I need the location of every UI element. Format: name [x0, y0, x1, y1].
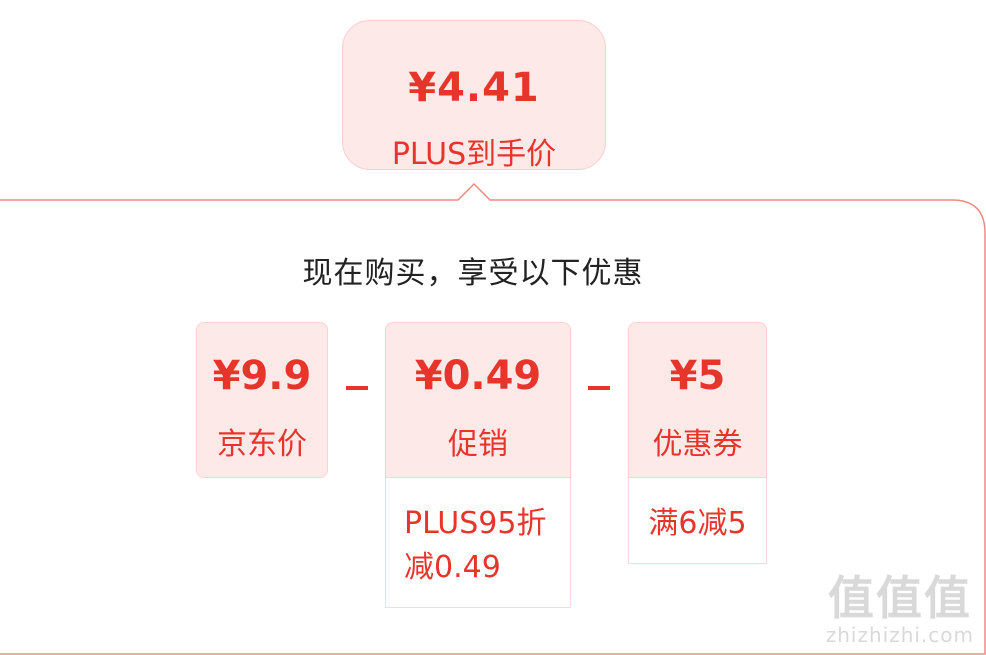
discount-headline: 现在购买，享受以下优惠 [302, 256, 644, 291]
jd-price-amount: ¥9.9 [212, 353, 312, 399]
plus-price-label: PLUS到手价 [391, 137, 557, 172]
promotion-box: ¥0.49 促销 [385, 322, 571, 478]
jd-price-box: ¥9.9 京东价 [196, 322, 328, 478]
coupon-box: ¥5 优惠券 [628, 322, 767, 478]
promotion-amount: ¥0.49 [414, 353, 542, 399]
plus-price-amount: ¥4.41 [408, 65, 540, 111]
minus-icon [346, 386, 368, 390]
coupon-label: 优惠券 [652, 427, 743, 462]
coupon-amount: ¥5 [669, 353, 726, 399]
site-watermark: 值值值 zhizhizhi.com [826, 573, 974, 647]
watermark-site: zhizhizhi.com [825, 623, 974, 647]
plus-price-bubble: ¥4.41 PLUS到手价 [342, 20, 606, 172]
coupon-note-line: 满6减5 [648, 506, 747, 541]
promotion-note: PLUS95折 减0.49 [385, 478, 571, 608]
promotion-label: 促销 [448, 427, 508, 462]
promotion-note-line: 减0.49 [404, 550, 501, 585]
minus-icon [588, 386, 610, 390]
promotion-note-line: PLUS95折 [404, 506, 547, 541]
coupon-note: 满6减5 [628, 478, 767, 564]
jd-price-label: 京东价 [217, 427, 307, 462]
watermark-logo: 值值值 [827, 571, 972, 625]
